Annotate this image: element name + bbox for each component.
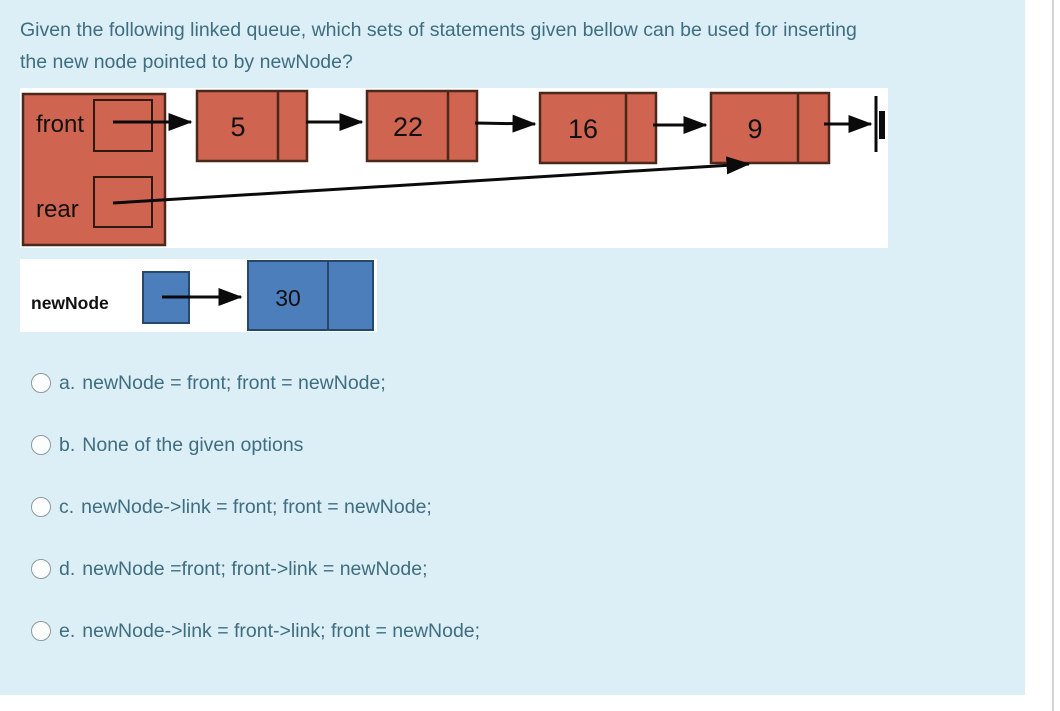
rear-arrow — [112, 156, 751, 205]
option-row-e[interactable]: e. newNode->link = front->link; front = … — [31, 618, 480, 644]
front-pointer-cell — [93, 99, 153, 152]
option-e-radio[interactable] — [31, 621, 51, 641]
option-c-radio[interactable] — [31, 497, 51, 517]
queue-node-4 — [709, 91, 831, 165]
newnode-node-link-cell — [327, 260, 374, 331]
option-e-label: e. — [59, 619, 76, 642]
queue-diagram-svg: front rear 5 22 16 9 — [21, 89, 885, 247]
question-text: Given the following linked queue, which … — [20, 14, 1005, 78]
node2-link-arrow — [474, 114, 537, 133]
option-d-label: d. — [59, 557, 76, 580]
option-c-label: c. — [59, 495, 75, 518]
newnode-node — [247, 260, 329, 331]
option-row-d[interactable]: d. newNode =front; front->link = newNode… — [31, 556, 480, 582]
option-a-text: newNode = front; front = newNode; — [82, 371, 386, 394]
newnode-label: newNode — [31, 293, 109, 313]
queue-node-1 — [195, 89, 309, 163]
option-b-label: b. — [59, 433, 76, 456]
option-row-b[interactable]: b. None of the given options — [31, 432, 480, 458]
option-b-radio[interactable] — [31, 435, 51, 455]
option-a-label: a. — [59, 371, 76, 394]
queue-node-4-value: 9 — [747, 114, 762, 144]
option-a-radio[interactable] — [31, 373, 51, 393]
option-row-a[interactable]: a. newNode = front; front = newNode; — [31, 370, 480, 396]
front-label: front — [36, 111, 84, 138]
newnode-value: 30 — [275, 285, 301, 311]
queue-node-3 — [538, 91, 658, 165]
rear-label: rear — [36, 196, 79, 223]
question-line-2: the new node pointed to by newNode? — [20, 51, 353, 73]
option-b-text: None of the given options — [82, 433, 304, 456]
question-panel: Given the following linked queue, which … — [0, 0, 1025, 695]
question-line-1: Given the following linked queue, which … — [20, 19, 857, 41]
option-d-radio[interactable] — [31, 559, 51, 579]
option-row-c[interactable]: c. newNode->link = front; front = newNod… — [31, 494, 480, 520]
queue-diagram-image: front rear 5 22 16 9 — [20, 88, 888, 248]
queue-node-2-value: 22 — [393, 112, 423, 142]
option-e-text: newNode->link = front->link; front = new… — [82, 619, 481, 642]
answer-options: a. newNode = front; front = newNode; b. … — [31, 370, 480, 680]
newnode-diagram-image: newNode 30 — [20, 259, 377, 332]
queue-node-2 — [365, 89, 479, 163]
queue-node-1-value: 5 — [230, 112, 245, 142]
page-right-divider — [1052, 0, 1054, 711]
option-c-text: newNode->link = front; front = newNode; — [81, 495, 432, 518]
option-d-text: newNode =front; front->link = newNode; — [82, 557, 428, 580]
newnode-diagram-svg: newNode 30 — [31, 260, 374, 331]
queue-node-3-value: 16 — [568, 114, 598, 144]
